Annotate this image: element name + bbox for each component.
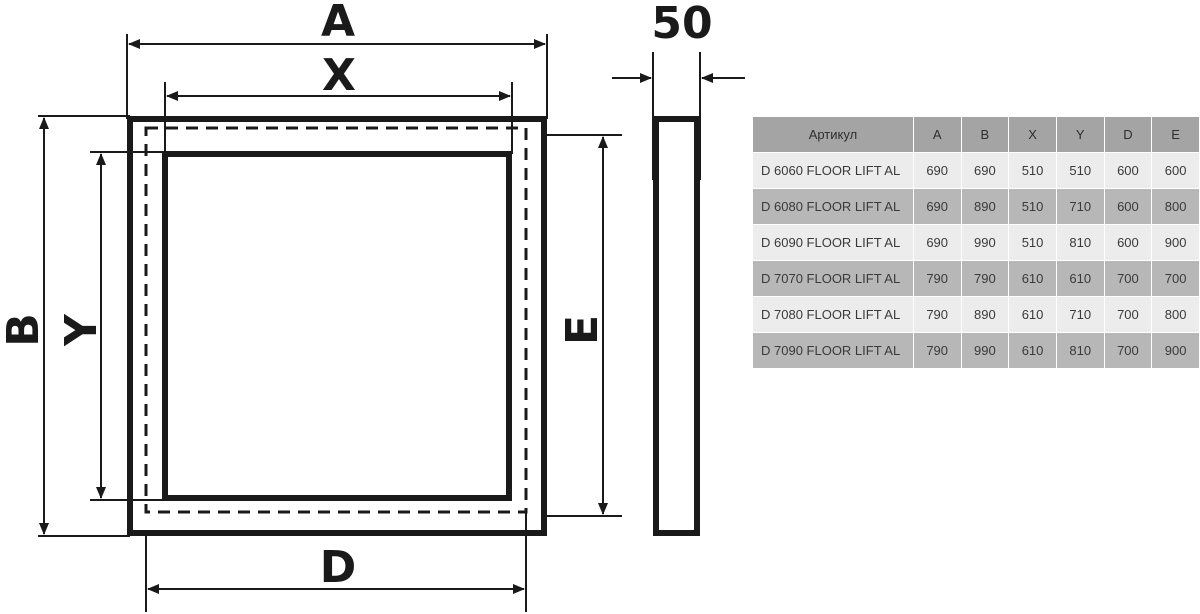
value-cell-d: 700 xyxy=(1103,332,1153,369)
article-cell: D 6090 FLOOR LIFT AL xyxy=(752,224,914,261)
table-header-row: Артикул A B X Y D E xyxy=(752,116,1200,153)
value-cell-y: 810 xyxy=(1055,332,1105,369)
value-cell-x: 610 xyxy=(1008,296,1057,333)
value-cell-a: 690 xyxy=(912,152,962,189)
article-cell: D 7080 FLOOR LIFT AL xyxy=(752,296,914,333)
article-cell: D 7070 FLOOR LIFT AL xyxy=(752,260,914,297)
value-cell-x: 610 xyxy=(1008,332,1057,369)
table-row: D 6060 FLOOR LIFT AL 690 690 510 510 600… xyxy=(752,152,1200,189)
label-b: B xyxy=(0,313,49,347)
value-cell-b: 990 xyxy=(960,224,1010,261)
specification-table: Артикул A B X Y D E D 6060 FLOOR LIFT AL… xyxy=(752,116,1200,369)
column-header-y: Y xyxy=(1055,116,1105,153)
table-row: D 7070 FLOOR LIFT AL 790 790 610 610 700… xyxy=(752,260,1200,297)
column-header-e: E xyxy=(1151,116,1200,153)
label-depth-50: 50 xyxy=(651,0,712,49)
value-cell-d: 600 xyxy=(1103,188,1153,225)
value-cell-a: 790 xyxy=(912,332,962,369)
value-cell-b: 790 xyxy=(960,260,1010,297)
hidden-edge-dashed xyxy=(144,126,528,514)
column-header-a: A xyxy=(912,116,962,153)
value-cell-e: 800 xyxy=(1151,188,1200,225)
value-cell-y: 810 xyxy=(1055,224,1105,261)
value-cell-a: 690 xyxy=(912,188,962,225)
table-row: D 7080 FLOOR LIFT AL 790 890 610 710 700… xyxy=(752,296,1200,333)
column-header-article: Артикул xyxy=(752,116,914,153)
value-cell-e: 900 xyxy=(1151,332,1200,369)
value-cell-a: 790 xyxy=(912,296,962,333)
article-cell: D 7090 FLOOR LIFT AL xyxy=(752,332,914,369)
label-e: E xyxy=(557,315,608,345)
inner-opening xyxy=(162,151,512,501)
value-cell-y: 710 xyxy=(1055,296,1105,333)
label-y: Y xyxy=(56,313,107,347)
value-cell-b: 890 xyxy=(960,296,1010,333)
value-cell-e: 700 xyxy=(1151,260,1200,297)
value-cell-y: 510 xyxy=(1055,152,1105,189)
value-cell-a: 790 xyxy=(912,260,962,297)
column-header-b: B xyxy=(960,116,1010,153)
value-cell-b: 990 xyxy=(960,332,1010,369)
value-cell-y: 710 xyxy=(1055,188,1105,225)
value-cell-x: 610 xyxy=(1008,260,1057,297)
value-cell-e: 800 xyxy=(1151,296,1200,333)
value-cell-x: 510 xyxy=(1008,152,1057,189)
table-row: D 6090 FLOOR LIFT AL 690 990 510 810 600… xyxy=(752,224,1200,261)
table-row: D 6080 FLOOR LIFT AL 690 890 510 710 600… xyxy=(752,188,1200,225)
value-cell-e: 900 xyxy=(1151,224,1200,261)
hatch-dimension-drawing: A X D 50 B Y E xyxy=(0,0,745,612)
label-d: D xyxy=(320,542,357,593)
value-cell-x: 510 xyxy=(1008,188,1057,225)
value-cell-d: 600 xyxy=(1103,224,1153,261)
label-a: A xyxy=(321,0,355,47)
value-cell-d: 600 xyxy=(1103,152,1153,189)
value-cell-d: 700 xyxy=(1103,296,1153,333)
column-header-x: X xyxy=(1008,116,1057,153)
value-cell-x: 510 xyxy=(1008,224,1057,261)
label-x: X xyxy=(322,50,356,101)
outer-frame xyxy=(127,116,547,536)
value-cell-e: 600 xyxy=(1151,152,1200,189)
value-cell-b: 890 xyxy=(960,188,1010,225)
value-cell-y: 610 xyxy=(1055,260,1105,297)
side-profile xyxy=(653,116,700,536)
article-cell: D 6080 FLOOR LIFT AL xyxy=(752,188,914,225)
value-cell-d: 700 xyxy=(1103,260,1153,297)
table-row: D 7090 FLOOR LIFT AL 790 990 610 810 700… xyxy=(752,332,1200,369)
article-cell: D 6060 FLOOR LIFT AL xyxy=(752,152,914,189)
value-cell-a: 690 xyxy=(912,224,962,261)
column-header-d: D xyxy=(1103,116,1153,153)
value-cell-b: 690 xyxy=(960,152,1010,189)
